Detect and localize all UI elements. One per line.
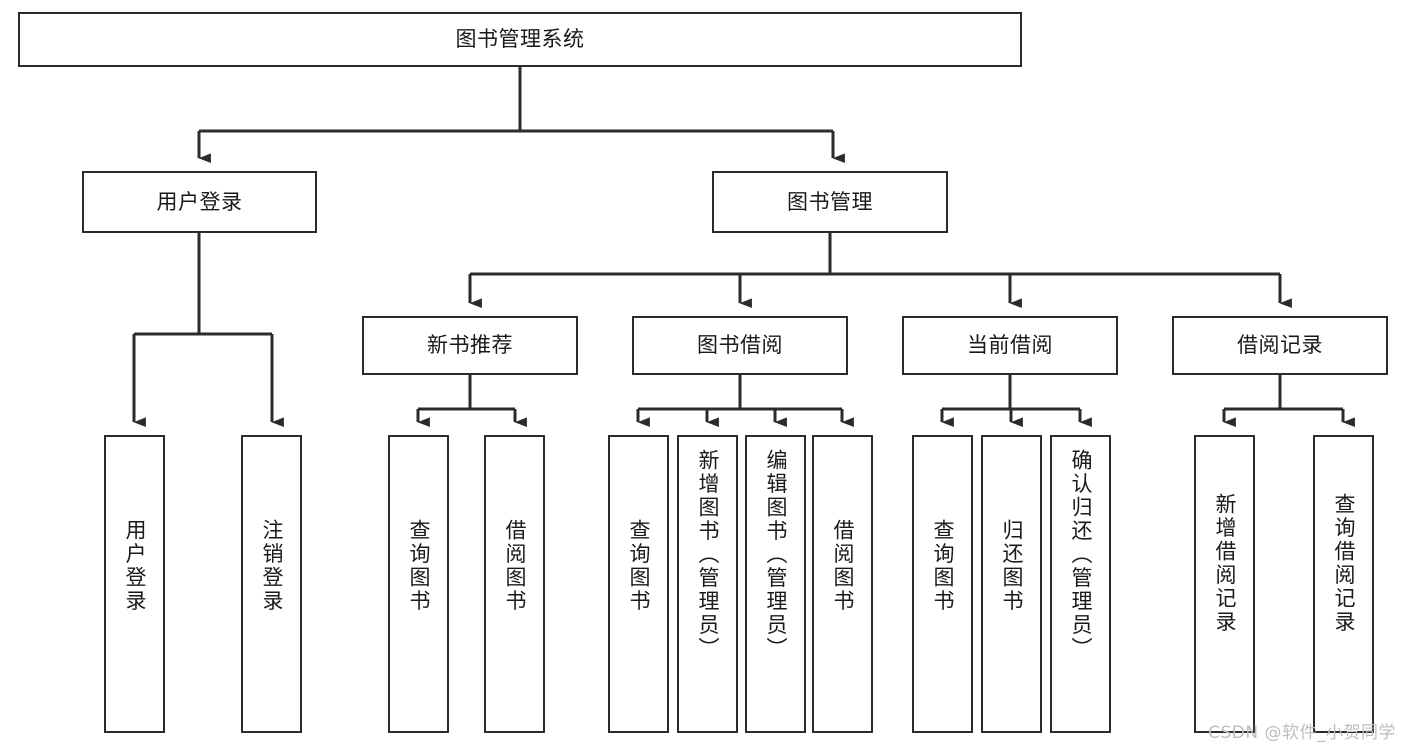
node-borrow-record[interactable]: 借阅记录 bbox=[1172, 316, 1388, 375]
node-leaf-edit-book-admin[interactable]: 编辑图书（管理员） bbox=[745, 435, 806, 733]
node-leaf-borrow-book[interactable]: 借阅图书 bbox=[812, 435, 873, 733]
node-book-management[interactable]: 图书管理 bbox=[712, 171, 948, 233]
node-leaf-query-borrow-record[interactable]: 查询借阅记录 bbox=[1313, 435, 1374, 733]
node-new-book-recommend[interactable]: 新书推荐 bbox=[362, 316, 578, 375]
node-label: 查询借阅记录 bbox=[1332, 493, 1356, 634]
node-label: 用户登录 bbox=[156, 189, 243, 214]
node-label: 当前借阅 bbox=[967, 333, 1053, 358]
node-label: 查询图书 bbox=[407, 519, 431, 613]
csdn-watermark: CSDN @软件_小贺同学 bbox=[1208, 723, 1396, 743]
node-label: 借阅图书 bbox=[831, 519, 855, 613]
node-leaf-query-book-current[interactable]: 查询图书 bbox=[912, 435, 973, 733]
node-label: 编辑图书（管理员） bbox=[764, 449, 788, 661]
node-leaf-add-borrow-record[interactable]: 新增借阅记录 bbox=[1194, 435, 1255, 733]
node-label: 借阅图书 bbox=[503, 519, 527, 613]
node-leaf-query-book-recommend[interactable]: 查询图书 bbox=[388, 435, 449, 733]
node-label: 归还图书 bbox=[1000, 519, 1024, 613]
node-leaf-add-book-admin[interactable]: 新增图书（管理员） bbox=[677, 435, 738, 733]
node-label: 确认归还（管理员） bbox=[1069, 449, 1093, 661]
node-label: 借阅记录 bbox=[1237, 333, 1323, 358]
node-label: 图书管理系统 bbox=[455, 27, 585, 52]
node-current-borrow[interactable]: 当前借阅 bbox=[902, 316, 1118, 375]
node-leaf-logout-login[interactable]: 注销登录 bbox=[241, 435, 302, 733]
node-label: 新增图书（管理员） bbox=[696, 449, 720, 661]
node-leaf-return-book[interactable]: 归还图书 bbox=[981, 435, 1042, 733]
node-label: 新增借阅记录 bbox=[1213, 493, 1237, 634]
node-leaf-borrow-book-recommend[interactable]: 借阅图书 bbox=[484, 435, 545, 733]
node-label: 用户登录 bbox=[123, 519, 147, 613]
node-label: 查询图书 bbox=[627, 519, 651, 613]
node-label: 图书借阅 bbox=[697, 333, 783, 358]
node-label: 注销登录 bbox=[260, 519, 284, 613]
node-label: 新书推荐 bbox=[427, 333, 513, 358]
node-user-login[interactable]: 用户登录 bbox=[82, 171, 317, 233]
node-leaf-user-login[interactable]: 用户登录 bbox=[104, 435, 165, 733]
node-leaf-confirm-return-admin[interactable]: 确认归还（管理员） bbox=[1050, 435, 1111, 733]
node-book-borrow[interactable]: 图书借阅 bbox=[632, 316, 848, 375]
node-book-management-system[interactable]: 图书管理系统 bbox=[18, 12, 1022, 67]
node-label: 图书管理 bbox=[787, 189, 873, 214]
node-label: 查询图书 bbox=[931, 519, 955, 613]
node-leaf-query-book-borrow[interactable]: 查询图书 bbox=[608, 435, 669, 733]
